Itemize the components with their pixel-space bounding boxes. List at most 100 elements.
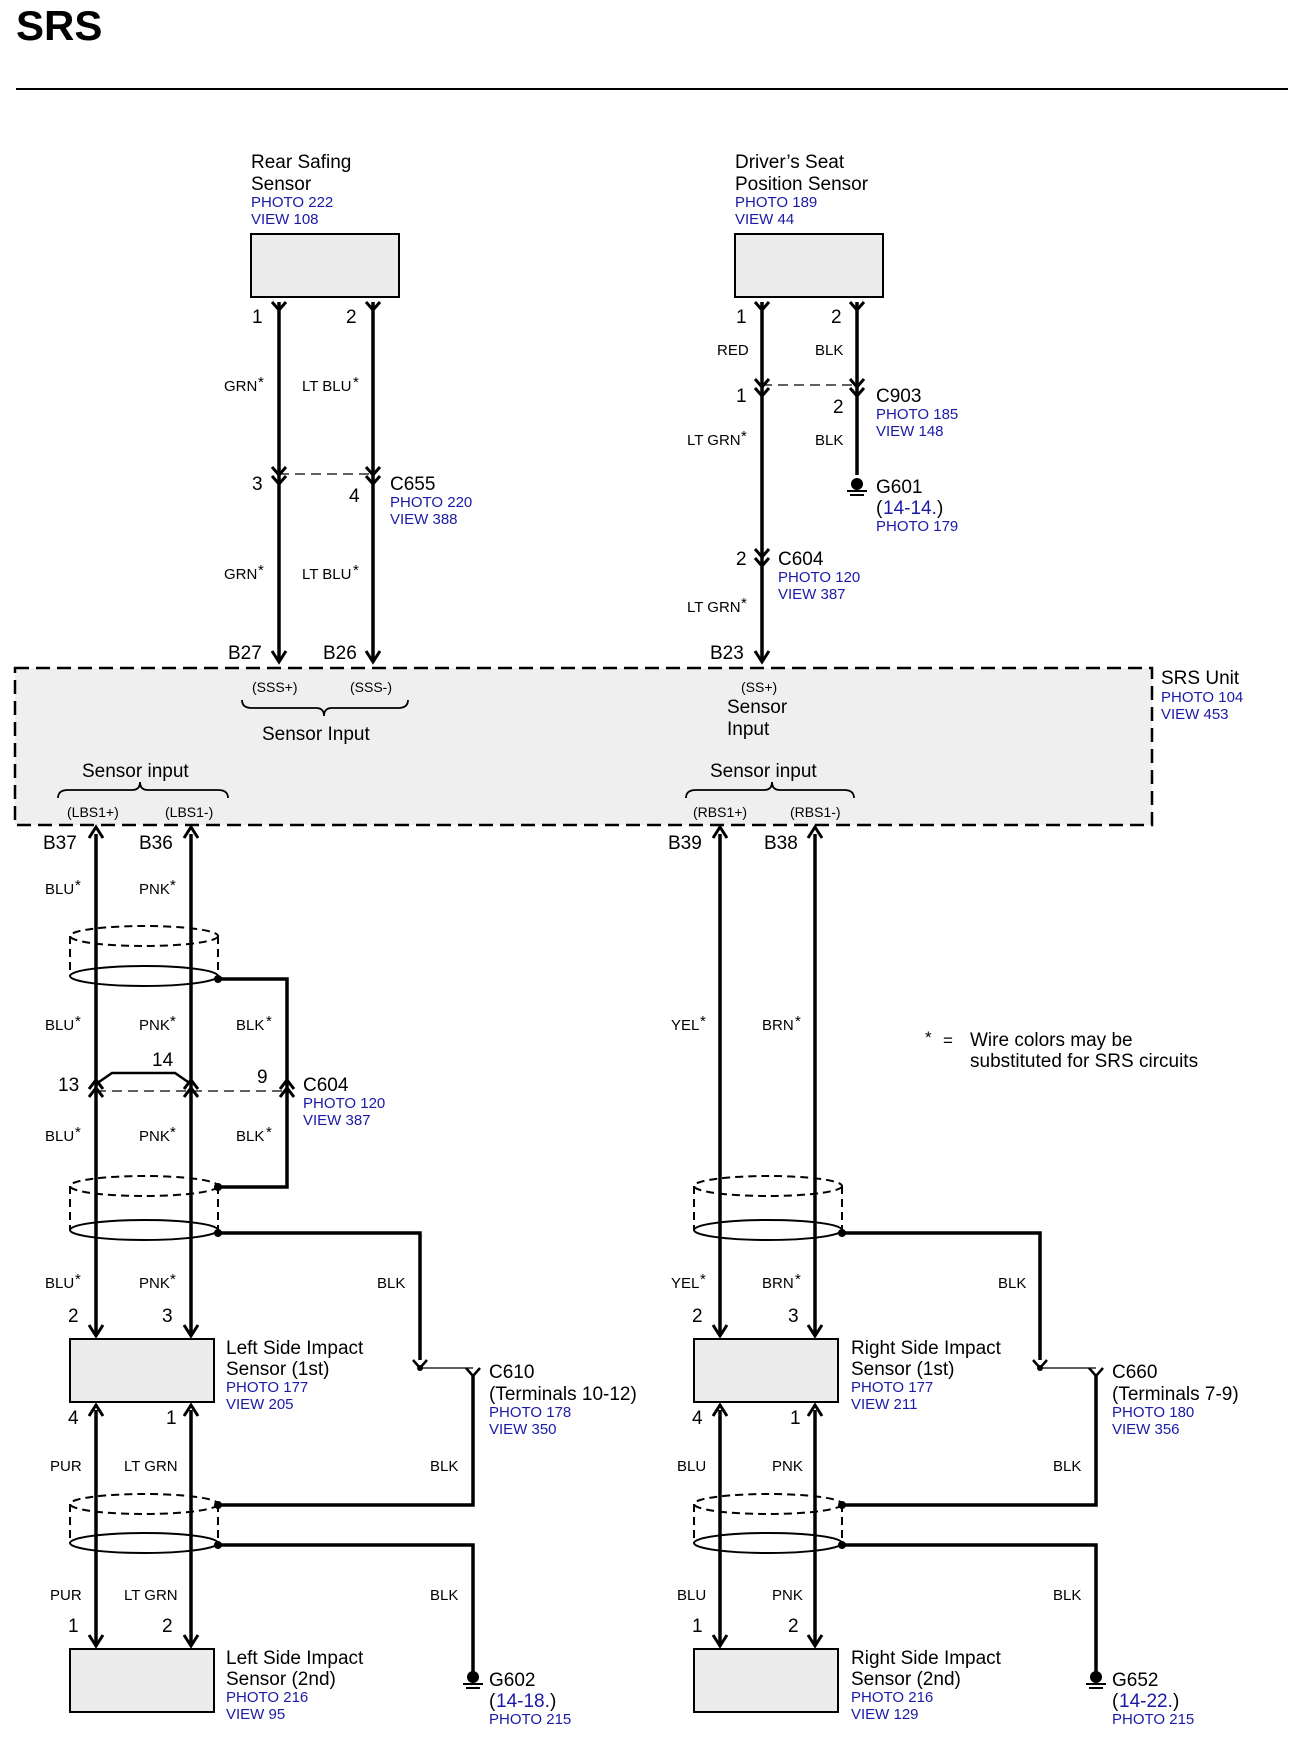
signal-lbs1-plus: (LBS1+) (67, 804, 119, 820)
svg-text:*: * (170, 1124, 176, 1141)
wire-pnk-r1: PNK (772, 1458, 803, 1475)
rear-safing-sensor-box (250, 233, 400, 298)
group-sensor-input-left: Sensor input (82, 761, 189, 782)
right-1st-photo: PHOTO 177 (851, 1379, 933, 1396)
left-shield-drain-1 (218, 977, 289, 1189)
c655-photo: PHOTO 220 (390, 494, 472, 511)
c655-pin-4: 4 (349, 486, 360, 507)
c610-view: VIEW 350 (489, 1421, 557, 1438)
left-1st-label-1: Left Side Impact (226, 1338, 364, 1359)
svg-text:*: * (258, 374, 264, 391)
signal-lbs1-minus: (LBS1-) (165, 804, 213, 820)
left-2nd-label-1: Left Side Impact (226, 1648, 364, 1669)
rear-safing-label-2: Sensor (251, 174, 312, 195)
wire-blk-b: BLK (236, 1017, 264, 1034)
c604l-name: C604 (303, 1075, 349, 1096)
drivers-seat-label-1: Driver’s Seat (735, 152, 845, 173)
g602-name: G602 (489, 1670, 535, 1691)
g652-ref-link[interactable]: 14-22. (1119, 1691, 1173, 1712)
wire-blu-r2: BLU (677, 1587, 706, 1604)
right-shield-2 (693, 1493, 843, 1554)
l1-pin-3: 3 (162, 1306, 173, 1327)
wire-blk-r1: BLK (998, 1275, 1026, 1292)
left-1st-view: VIEW 205 (226, 1396, 294, 1413)
srs-unit-name: SRS Unit (1161, 668, 1240, 689)
rear-safing-view: VIEW 108 (251, 211, 319, 228)
group-sensor-right-2: Input (727, 719, 770, 740)
left-shield-2 (69, 1175, 219, 1241)
g601-ref-close: ) (937, 498, 943, 519)
c655-view: VIEW 388 (390, 511, 458, 528)
svg-text:*: * (700, 1271, 706, 1288)
pin-b23: B23 (710, 643, 744, 664)
c610-photo: PHOTO 178 (489, 1404, 571, 1421)
group-sensor-right-1: Sensor (727, 697, 788, 718)
drivers-seat-photo: PHOTO 189 (735, 194, 817, 211)
r1-pin-3: 3 (788, 1306, 799, 1327)
g652-name: G652 (1112, 1670, 1158, 1691)
g601-ref-open: ( (876, 498, 883, 519)
brace-sensor-input-top (241, 699, 409, 717)
g601-ref-link[interactable]: 14-14. (883, 498, 937, 519)
c660-name: C660 (1112, 1362, 1157, 1383)
wire-blu-r1: BLU (677, 1458, 706, 1475)
wire-blk-c: BLK (236, 1128, 264, 1145)
c604t-photo: PHOTO 120 (778, 569, 860, 586)
note-eq: = (943, 1031, 953, 1050)
l1-pin-4: 4 (68, 1408, 79, 1429)
l2-pin-1: 1 (68, 1616, 79, 1637)
svg-text:*: * (795, 1271, 801, 1288)
l1-pin-1: 1 (166, 1408, 177, 1429)
svg-text:*: * (75, 1271, 81, 1288)
wire-ltgrn-c: LT GRN (124, 1458, 178, 1475)
drivers-seat-label-2: Position Sensor (735, 174, 869, 195)
wire-pur-a: PUR (50, 1458, 82, 1475)
c604l-pin-9: 9 (257, 1067, 268, 1088)
g652-photo: PHOTO 215 (1112, 1711, 1194, 1728)
srs-unit-box (13, 666, 1154, 827)
wire-ltblu-a: LT BLU (302, 378, 351, 395)
wire-blu-c: BLU (45, 1128, 74, 1145)
rear-safing-photo: PHOTO 222 (251, 194, 333, 211)
signal-rbs1-plus: (RBS1+) (693, 804, 747, 820)
left-shield-1 (69, 925, 219, 987)
right-1st-view: VIEW 211 (851, 1396, 917, 1413)
g652-ground-icon (1086, 1671, 1106, 1689)
svg-text:*: * (170, 1271, 176, 1288)
left-2nd-photo: PHOTO 216 (226, 1689, 308, 1706)
r1-pin-4: 4 (692, 1408, 703, 1429)
page-title: SRS (16, 2, 102, 49)
wire-pnk-c: PNK (139, 1128, 170, 1145)
wire-blu-b: BLU (45, 1017, 74, 1034)
right-impact-1st-box (693, 1338, 839, 1403)
g602-ref-close: ) (550, 1691, 556, 1712)
c610-name: C610 (489, 1362, 534, 1383)
c610-drain-return (218, 1376, 475, 1507)
rs-pin-2: 2 (346, 307, 357, 328)
right-2nd-view: VIEW 129 (851, 1706, 919, 1723)
left-harness-wires (94, 834, 193, 1335)
r2-pin-2: 2 (788, 1616, 799, 1637)
c655-name: C655 (390, 474, 435, 495)
c604t-view: VIEW 387 (778, 586, 846, 603)
srs-unit-view: VIEW 453 (1161, 706, 1229, 723)
g602-ref-link[interactable]: 14-18. (496, 1691, 550, 1712)
g602-ground-icon (463, 1671, 483, 1689)
l1-pin-2: 2 (68, 1306, 79, 1327)
signal-ss-plus: (SS+) (741, 679, 777, 695)
c604t-pin-2: 2 (736, 549, 747, 570)
wire-brn-a: BRN (762, 1017, 794, 1034)
svg-text:*: * (75, 1013, 81, 1030)
g601-photo: PHOTO 179 (876, 518, 958, 535)
brace-sensor-input-right (685, 781, 855, 799)
wire-pnk-a: PNK (139, 881, 170, 898)
c660-view: VIEW 356 (1112, 1421, 1180, 1438)
c604l-view: VIEW 387 (303, 1112, 371, 1129)
group-sensor-input-top: Sensor Input (262, 724, 370, 745)
c610-terminals: (Terminals 10-12) (489, 1384, 637, 1405)
c660-terminals: (Terminals 7-9) (1112, 1384, 1239, 1405)
g602-ref-open: ( (489, 1691, 496, 1712)
g601-ground-icon (847, 478, 867, 496)
wire-grn-b: GRN (224, 566, 257, 583)
wire-ltblu-b: LT BLU (302, 566, 351, 583)
